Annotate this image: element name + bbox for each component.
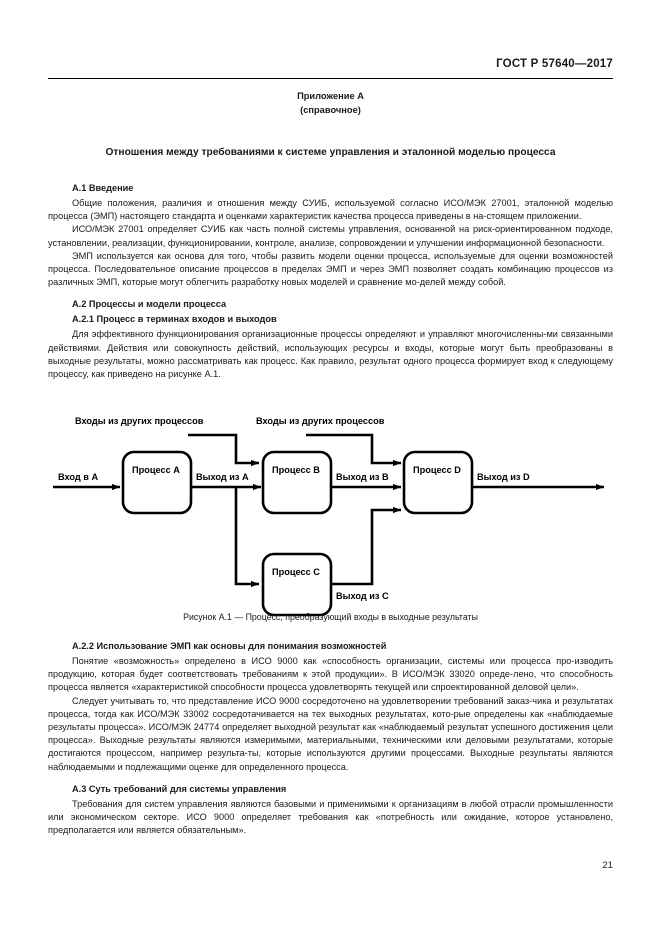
figure-label-output-c: Выход из С [336,591,389,601]
body-text-upper: А.1 Введение Общие положения, различия и… [48,182,613,381]
annex-heading-block: Приложение А (справочное) [0,89,661,117]
body-text-lower: А.2.2 Использование ЭМП как основы для п… [48,640,613,837]
figure-branch-a-to-c [234,487,260,588]
figure-branch-external-inputs-2-to-d [306,433,402,467]
figure-box-process-d [402,450,474,515]
paragraph: ИСО/МЭК 27001 определяет СУИБ как часть … [48,224,613,248]
figure-label-external-inputs-2: Входы из других процессов [256,416,385,426]
page-number: 21 [602,860,613,871]
paragraph: Понятие «возможность» определено в ИСО 9… [48,656,613,693]
document-header-standard-number: ГОСТ Р 57640—2017 [496,58,613,70]
figure-box-label-process-a: Процесс А [132,465,180,475]
figure-label-input-a: Вход в А [58,472,98,482]
figure-a1: Входы из других процессов Входы из други… [48,413,613,628]
figure-branch-external-inputs-1-to-b [188,433,260,467]
figure-label-output-b: Выход из В [336,472,389,482]
figure-label-external-inputs-1: Входы из других процессов [75,416,204,426]
section-heading-a21: А.2.1 Процесс в терминах входов и выходо… [72,314,277,325]
annex-name: Приложение А [297,91,364,101]
paragraph: Общие положения, различия и отношения ме… [48,198,613,222]
figure-branch-c-to-d [331,506,402,586]
paragraph: Требования для систем управления являютс… [48,798,613,836]
figure-box-label-process-b: Процесс В [272,465,320,475]
section-heading-a22: А.2.2 Использование ЭМП как основы для п… [72,641,387,651]
section-heading-a1: А.1 Введение [72,183,134,193]
annex-title: Отношения между требованиями к системе у… [105,147,556,158]
figure-box-process-b [261,450,333,515]
figure-caption: Рисунок А.1 — Процесс, преобразующий вхо… [183,612,478,622]
figure-label-output-d: Выход из D [477,472,530,482]
figure-box-label-process-c: Процесс С [272,567,320,577]
annex-kind: (справочное) [300,105,361,115]
figure-label-output-a: Выход из А [196,472,249,482]
section-heading-a2: А.2 Процессы и модели процесса [72,299,227,310]
figure-box-process-a [121,450,193,515]
header-rule [48,78,613,79]
figure-a1-diagram: Входы из других процессов Входы из други… [53,416,605,617]
figure-box-process-c [261,552,333,617]
figure-box-label-process-d: Процесс D [413,465,461,475]
paragraph: ЭМП используется как основа для того, чт… [48,250,613,288]
paragraph: Следует учитывать то, что представление … [48,695,613,772]
paragraph: Для эффективного функционирования органи… [48,329,613,380]
section-heading-a3: А.3 Суть требований для системы управлен… [72,783,287,794]
